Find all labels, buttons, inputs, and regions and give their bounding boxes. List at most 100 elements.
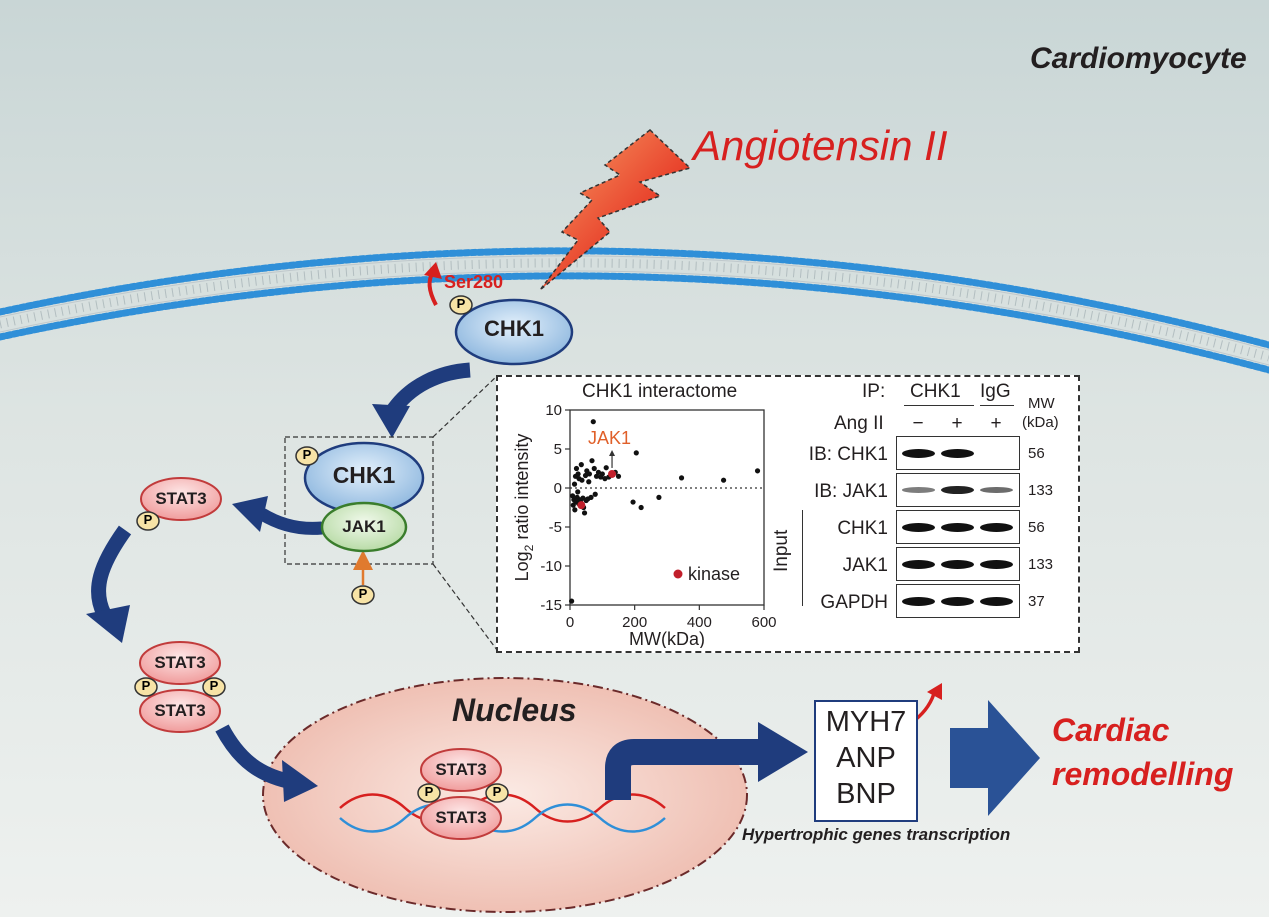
wb-band (941, 559, 974, 569)
stat3-single-shape (140, 477, 222, 521)
wb-ip-label: IP: (862, 381, 886, 402)
data-point (592, 491, 598, 497)
phospho-text: P (302, 447, 312, 462)
chk1-membrane-shape (454, 298, 574, 366)
wb-lane-3: + (990, 413, 1002, 434)
stat3-nucleus-top-shape (420, 748, 502, 792)
data-point (633, 450, 639, 456)
arrow-stat3-head (86, 605, 130, 643)
data-point (603, 465, 609, 471)
wb-band (941, 485, 974, 495)
phospho-jak1-icon (351, 585, 375, 605)
x-tick-label: 600 (751, 614, 776, 631)
data-point (630, 499, 636, 505)
outcome-line2: remodelling (1052, 756, 1234, 792)
data-point (586, 471, 592, 477)
wb-row-mw: 56 (1028, 445, 1045, 462)
data-point (572, 507, 578, 513)
wb-band (980, 522, 1013, 532)
stat3-dimer-top-shape (139, 641, 221, 685)
phospho-chk1-membrane-icon (449, 295, 473, 315)
phospho-dimer-left-icon (134, 677, 158, 697)
phospho-chk1-complex-icon (295, 446, 319, 466)
angiotensin-bolt-icon (539, 129, 692, 291)
outcome-line1: Cardiac (1052, 712, 1170, 748)
y-tick-label: 0 (554, 480, 562, 497)
wb-band (941, 596, 974, 606)
wb-band (980, 486, 1013, 494)
stimulus-label: Angiotensin II (693, 122, 948, 169)
membrane-tails (0, 255, 1269, 366)
data-point (599, 471, 605, 477)
cell-type-label: Cardiomyocyte (1030, 42, 1247, 75)
remodelling-arrow (950, 700, 1040, 816)
stat3-dimer-bottom-shape (139, 689, 221, 733)
data-point (656, 494, 662, 500)
wb-band (902, 559, 935, 569)
wb-row-label: CHK1 (837, 518, 888, 539)
data-point (573, 465, 580, 472)
arrow-dimer-head (282, 760, 318, 802)
outcome-label: Cardiac remodelling (1052, 708, 1233, 796)
wb-kda-label: (kDa) (1022, 414, 1059, 431)
stat3-dimer-bottom-label: STAT3 (154, 701, 206, 720)
wb-lane-1: − (912, 413, 924, 434)
kinase-point (577, 501, 586, 510)
data-point (571, 481, 578, 487)
data-point (569, 493, 576, 499)
phospho-nucleus-left-icon (417, 783, 441, 803)
wb-row-label: IB: JAK1 (814, 481, 888, 502)
wb-band (941, 448, 974, 458)
data-point (615, 473, 622, 479)
wb-input-label: Input (771, 529, 792, 572)
phospho-dimer-right-icon (202, 677, 226, 697)
chk1-membrane-label: CHK1 (484, 316, 544, 341)
wb-row-label: GAPDH (820, 592, 888, 613)
wb-row-mw: 133 (1028, 556, 1054, 573)
stat3-nucleus-top-label: STAT3 (435, 760, 487, 779)
data-point (581, 510, 588, 516)
jak1-complex-shape (320, 501, 408, 553)
wb-row-mw: 56 (1028, 519, 1045, 536)
wb-band (902, 522, 935, 532)
gene-bnp: BNP (836, 778, 896, 810)
wb-band (980, 596, 1013, 606)
plot-frame (569, 409, 765, 606)
data-point (720, 477, 727, 483)
data-point (591, 465, 597, 472)
stat3-dimer-top-label: STAT3 (154, 653, 206, 672)
chart-title: CHK1 interactome (582, 381, 738, 402)
zoom-line-bottom (432, 563, 498, 651)
wb-band (902, 596, 935, 606)
transcription-arrow-head (758, 722, 808, 782)
phospho-text: P (209, 678, 219, 693)
stat3-nucleus-bottom-shape (420, 796, 502, 840)
data-point (569, 598, 575, 604)
genes-caption: Hypertrophic genes transcription (742, 825, 1011, 844)
x-tick-label: 200 (622, 614, 647, 631)
data-point (579, 477, 585, 483)
ser280-arrow-head (424, 262, 442, 279)
x-tick-label: 400 (687, 614, 712, 631)
arrow-stat3-to-dimer (91, 525, 132, 618)
chk1-complex-label: CHK1 (332, 462, 396, 488)
wb-mw-label: MW (1028, 395, 1055, 412)
data-point (589, 458, 595, 464)
phospho-text: P (492, 784, 502, 799)
stat3-nucleus-bottom-label: STAT3 (435, 808, 487, 827)
wb-ip-chk1-underline (904, 405, 974, 406)
x-tick-label: 0 (566, 614, 574, 631)
arrow-complex-to-stat3 (258, 508, 323, 535)
wb-band (902, 448, 935, 458)
y-tick-label: -15 (540, 597, 562, 614)
wb-ip-chk1: CHK1 (910, 381, 961, 402)
y-axis-label: Log2 ratio intensity (512, 434, 536, 582)
data-point (678, 475, 685, 481)
data-point (575, 471, 581, 477)
data-point (590, 419, 596, 425)
wb-ip-igg: IgG (980, 381, 1011, 402)
data-point (586, 479, 592, 485)
wb-band (902, 487, 935, 493)
